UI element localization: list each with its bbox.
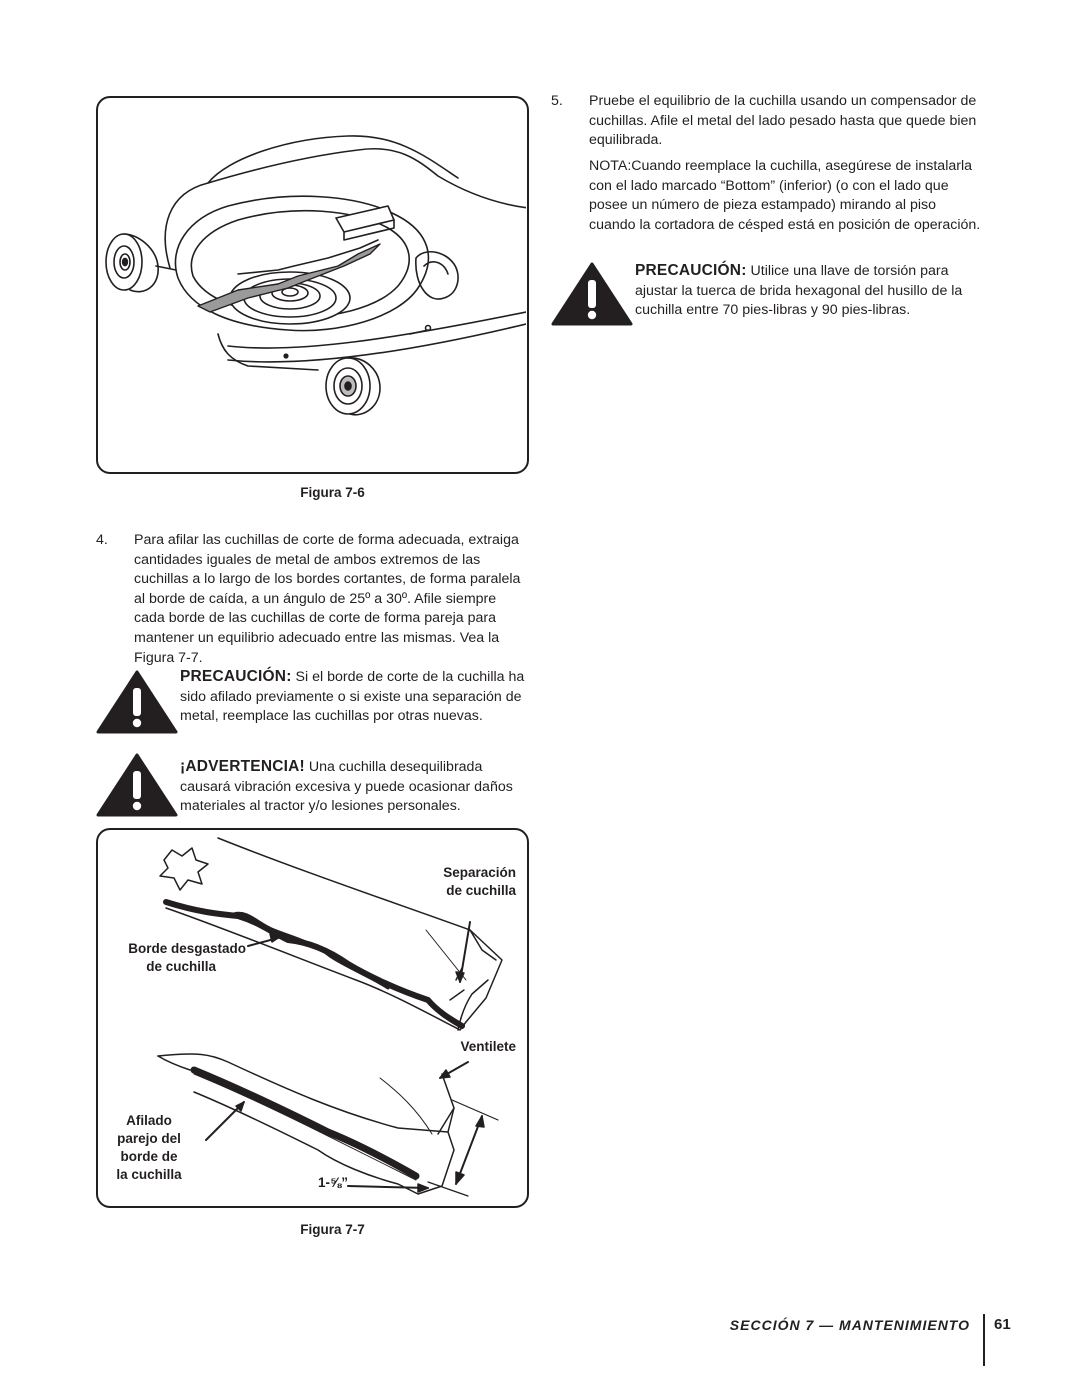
label-sharp-line1: Afilado [126,1113,172,1128]
label-worn-line1: Borde desgastado [128,941,246,956]
warning-1-icon [96,753,178,822]
note: NOTA:Cuando reemplace la cuchilla, asegú… [589,158,981,233]
blade-sharpening-diagram [157,837,503,1197]
step-5-number: 5. [551,93,563,109]
step-4-text: Para afilar las cuchillas de corte de fo… [134,532,521,666]
figure-7-7-caption: Figura 7-7 [300,1222,365,1237]
mower-deck-illustration [105,135,526,416]
step-5-text: Pruebe el equilibrio de la cuchilla usan… [589,93,977,149]
caution-1-icon [96,670,178,739]
caution-2-text: Utilice una llave de torsión para ajusta… [635,263,963,319]
caution-2-message: PRECAUCIÓN: Utilice una llave de torsión… [635,261,985,321]
warning-1-message: ¡ADVERTENCIA! Una cuchilla desequilibrad… [180,757,530,817]
footer-section-title: SECCIÓN 7 — MANTENIMIENTO [729,1317,970,1333]
caution-1-keyword: PRECAUCIÓN: [180,668,292,685]
caution-2-icon [551,262,633,331]
caution-1-text: Si el borde de corte de la cuchilla ha s… [180,669,525,725]
figure-7-6 [96,96,529,474]
step-4: 4. Para afilar las cuchillas de corte de… [96,531,528,666]
label-dimension: 1-⅝” [317,1175,348,1190]
label-gap-line2: de cuchilla [446,883,516,898]
caution-1-message: PRECAUCIÓN: Si el borde de corte de la c… [180,667,530,727]
warning-1-text: Una cuchilla desequilibrada causará vibr… [180,759,513,815]
figure-7-6-caption: Figura 7-6 [300,485,365,500]
figure-7-7: Separación de cuchilla Borde desgastado … [96,828,529,1208]
warning-triangle-icon [551,262,633,326]
label-sharp-line3: borde de [120,1149,178,1164]
footer-divider [983,1314,985,1366]
caution-2-keyword: PRECAUCIÓN: [635,262,747,279]
warning-1-keyword: ¡ADVERTENCIA! [180,758,305,775]
label-worn-line2: de cuchilla [146,959,216,974]
warning-triangle-icon [96,753,178,817]
step-4-number: 4. [96,532,108,548]
step-5: 5. Pruebe el equilibrio de la cuchilla u… [551,92,983,152]
label-sharp-line4: la cuchilla [116,1167,182,1182]
label-sharp-line2: parejo del [117,1131,181,1146]
warning-triangle-icon [96,670,178,734]
label-fan: Ventilete [460,1039,516,1054]
label-gap-line1: Separación [443,865,516,880]
page-number: 61 [994,1316,1011,1333]
